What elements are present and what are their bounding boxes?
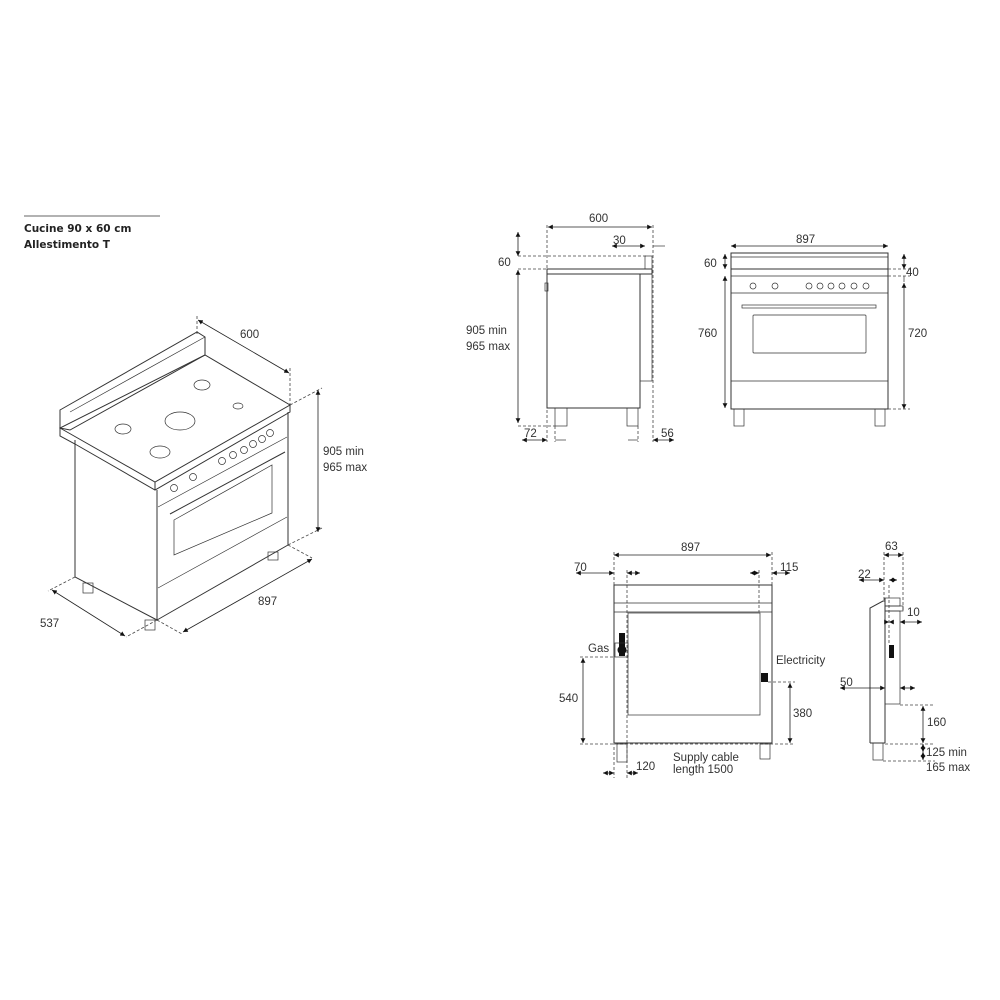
label-60: 60 xyxy=(498,257,511,269)
body xyxy=(546,273,641,409)
foot xyxy=(874,408,886,427)
label-72: 72 xyxy=(524,428,537,440)
foot xyxy=(872,742,884,761)
label-60: 60 xyxy=(704,258,717,270)
rear-side-view: 63 22 10 50 160 125 min 165 max xyxy=(840,541,970,774)
knobs xyxy=(170,429,274,492)
label-height-min: 905 min xyxy=(323,446,364,458)
label-feet-min: 125 min xyxy=(926,747,967,759)
label-cable-line-2: length 1500 xyxy=(673,764,733,776)
label-depth: 600 xyxy=(589,213,608,225)
title-block: Cucine 90 x 60 cm Allestimento T xyxy=(24,215,160,251)
oven-handle xyxy=(741,304,877,309)
foot xyxy=(733,408,745,427)
label-120: 120 xyxy=(636,761,655,773)
gas-connection xyxy=(619,633,625,656)
foot xyxy=(759,743,771,760)
label-380: 380 xyxy=(793,708,812,720)
label-56: 56 xyxy=(661,428,674,440)
title-line-1: Cucine 90 x 60 cm xyxy=(24,223,131,235)
label-40: 40 xyxy=(906,267,919,279)
oven-handle xyxy=(169,451,286,515)
backsplash xyxy=(644,255,653,270)
dim-depth-600 xyxy=(197,319,290,374)
label-width: 897 xyxy=(681,542,700,554)
burners xyxy=(114,379,244,459)
label-540: 540 xyxy=(559,693,578,705)
cooktop xyxy=(546,268,653,275)
label-height-min: 905 min xyxy=(466,325,507,337)
label-height-max: 965 max xyxy=(323,462,367,474)
side-view: 600 30 60 905 min 965 max 72 56 xyxy=(466,213,674,443)
cooktop xyxy=(58,354,291,483)
foot xyxy=(616,743,628,763)
label-160: 160 xyxy=(927,717,946,729)
feet xyxy=(82,551,279,631)
rear-panel xyxy=(627,612,761,716)
title-line-2: Allestimento T xyxy=(24,239,111,251)
oven-window xyxy=(173,464,273,556)
label-63: 63 xyxy=(885,541,898,553)
drawer-line xyxy=(157,516,288,589)
label-width: 897 xyxy=(796,234,815,246)
label-feet-max: 165 max xyxy=(926,762,970,774)
knobs xyxy=(749,282,870,290)
label-760: 760 xyxy=(698,328,717,340)
foot xyxy=(626,407,639,427)
rear-view: 897 70 115 Gas Electricity 540 380 120 S… xyxy=(559,542,825,778)
oven-window xyxy=(752,314,867,354)
rear-cover xyxy=(884,610,901,705)
side-body xyxy=(869,600,885,743)
label-10: 10 xyxy=(907,607,920,619)
label-side-depth: 537 xyxy=(40,618,59,630)
foot xyxy=(554,407,568,427)
backsplash xyxy=(59,331,206,431)
body xyxy=(613,584,773,744)
control-panel-line xyxy=(157,436,288,508)
label-gas: Gas xyxy=(588,643,609,655)
front-view: 897 60 760 40 720 xyxy=(698,234,927,427)
dim-width xyxy=(182,558,313,633)
label-height-max: 965 max xyxy=(466,341,510,353)
connection xyxy=(889,645,894,658)
electricity-connection xyxy=(761,673,768,682)
label-electricity: Electricity xyxy=(776,655,825,667)
label-720: 720 xyxy=(908,328,927,340)
label-50: 50 xyxy=(840,677,853,689)
label-22: 22 xyxy=(858,569,871,581)
label-30: 30 xyxy=(613,235,626,247)
label-70: 70 xyxy=(574,562,587,574)
body xyxy=(730,252,889,410)
isometric-view: 600 905 min 965 max 897 537 xyxy=(40,316,367,638)
label-depth: 600 xyxy=(240,329,259,341)
dim-side-depth xyxy=(51,589,126,637)
label-cable-line-1: Supply cable xyxy=(673,752,739,764)
label-width: 897 xyxy=(258,596,277,608)
label-115: 115 xyxy=(780,562,798,574)
